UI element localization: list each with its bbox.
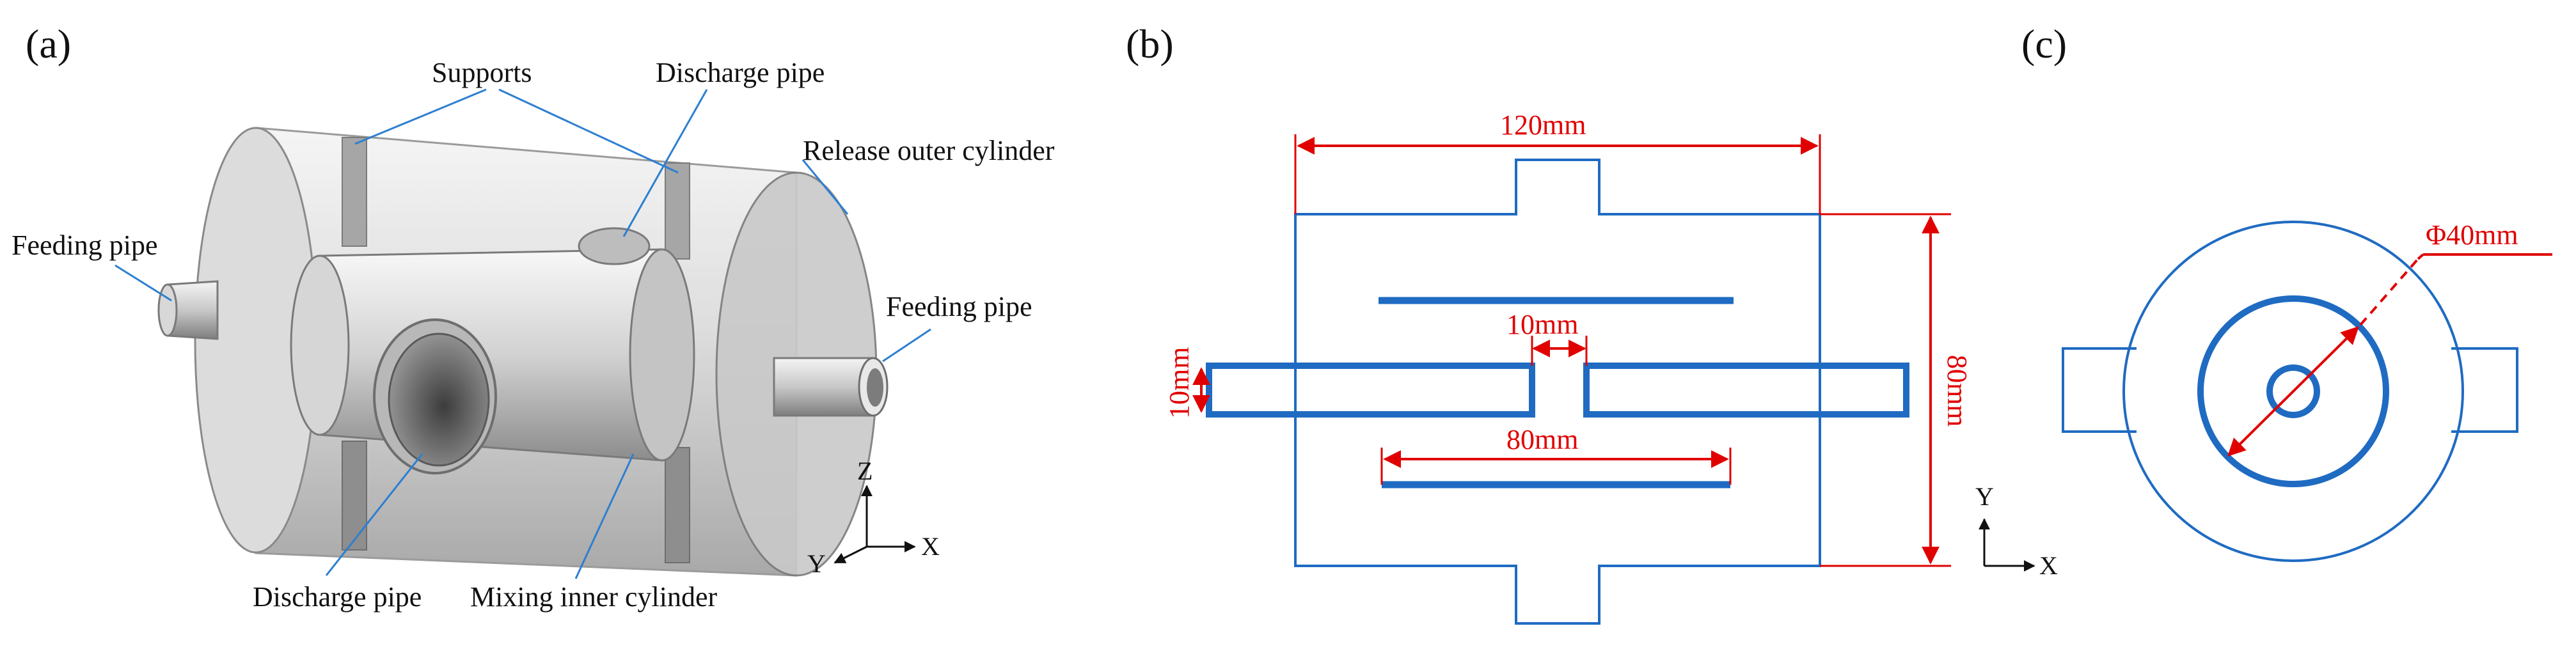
support-right-top: [665, 162, 690, 260]
axis-x-label: X: [921, 532, 940, 561]
axes-b-y-label: Y: [1975, 482, 1994, 511]
dim-height-label: 80mm: [1941, 355, 1973, 426]
axes-triad-a: Z X Y: [807, 457, 940, 578]
feeding-pipe-left-section: [1206, 363, 1535, 418]
axis-y-label: Y: [807, 549, 826, 578]
label-mixing-inner-cylinder: Mixing inner cylinder: [470, 581, 717, 613]
support-tab-left: [2062, 347, 2137, 433]
panel-a: (a) Supports: [12, 21, 1055, 613]
label-feeding-pipe-left: Feeding pipe: [12, 230, 158, 261]
inner-cylinder-left-cap: [290, 254, 350, 436]
outer-circle: [2122, 221, 2464, 562]
outer-profile: [1294, 159, 1821, 625]
label-discharge-pipe-bottom: Discharge pipe: [253, 581, 422, 613]
leader-feeding-right: [882, 328, 931, 363]
support-right-bottom: [665, 447, 690, 563]
axes-b: Y X: [1975, 482, 2058, 580]
dim-diameter-leader-tail: [2417, 253, 2424, 260]
support-tab-right: [2451, 347, 2518, 433]
axes-b-x-label: X: [2039, 551, 2058, 580]
label-release-outer-cylinder: Release outer cylinder: [803, 135, 1055, 166]
inner-circle: [2197, 295, 2389, 487]
leader-supports-right: [498, 88, 679, 174]
discharge-pipe-front-hole: [388, 332, 490, 467]
leader-discharge-top: [622, 89, 708, 237]
dim-diameter-arrow: [2227, 326, 2359, 457]
leader-supports-left: [354, 88, 487, 145]
leader-mixing-inner: [574, 453, 635, 579]
feeding-pipe-right-section: [1583, 363, 1909, 418]
panel-c: (c) Φ40mm: [2021, 21, 2552, 562]
leader-release-outer: [802, 159, 849, 215]
dim-pipe-label: 10mm: [1164, 347, 1195, 419]
dim-inner-label: 80mm: [1506, 424, 1578, 455]
label-discharge-pipe-top: Discharge pipe: [656, 57, 825, 88]
dim-gap-label: 10mm: [1506, 309, 1578, 340]
panel-b-label: (b): [1126, 21, 1174, 66]
leader-feeding-left: [115, 264, 172, 302]
panel-a-label: (a): [26, 21, 71, 66]
axis-z-label: Z: [857, 457, 873, 485]
discharge-pipe-top: [578, 227, 651, 265]
leader-discharge-bottom: [325, 453, 423, 576]
inner-cylinder-right-cap: [629, 248, 695, 462]
support-left-top: [342, 137, 367, 247]
dim-width-label: 120mm: [1500, 109, 1586, 141]
panel-b: (b) 120mm 80mm 10mm 10mm 80mm: [1126, 21, 2058, 625]
feeding-pipe-right-bore: [867, 368, 883, 407]
panel-c-label: (c): [2021, 21, 2067, 66]
support-left-bottom: [342, 441, 367, 551]
feeding-pipe-left-end: [157, 283, 178, 337]
label-feeding-pipe-right: Feeding pipe: [886, 291, 1032, 322]
dim-diameter-label: Φ40mm: [2426, 219, 2518, 251]
label-supports: Supports: [432, 57, 532, 88]
